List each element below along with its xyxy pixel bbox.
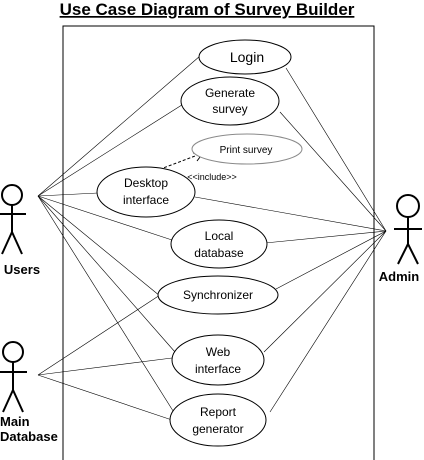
use-case-local-database[interactable]: Local database bbox=[170, 219, 268, 269]
assoc-admin-web bbox=[263, 230, 387, 353]
include-dependency-line bbox=[149, 152, 204, 174]
assoc-admin-desktop bbox=[194, 196, 387, 232]
synchronizer-label: Synchronizer bbox=[183, 288, 253, 302]
desktop-interface-label-line2: interface bbox=[123, 193, 169, 207]
web-interface-ellipse bbox=[171, 334, 265, 386]
desktop-interface-label-line1: Desktop bbox=[124, 176, 168, 190]
synchronizer-ellipse bbox=[157, 275, 279, 315]
generate-survey-ellipse bbox=[180, 76, 280, 126]
assoc-users-web bbox=[37, 195, 176, 353]
use-case-generate-survey[interactable]: Generate survey bbox=[180, 76, 280, 126]
assoc-users-report bbox=[37, 195, 181, 423]
admin-right-leg bbox=[407, 243, 419, 265]
assoc-users-login bbox=[37, 55, 201, 197]
main-database-stick-figure-icon bbox=[2, 341, 24, 363]
use-case-login[interactable]: Login bbox=[198, 39, 292, 75]
login-label: Login bbox=[230, 49, 264, 65]
assoc-maindb-web bbox=[37, 357, 173, 376]
assoc-users-sync bbox=[37, 195, 161, 297]
users-right-leg bbox=[11, 231, 23, 255]
actor-main-database-label-line1: Main bbox=[0, 414, 30, 429]
assoc-admin-local bbox=[264, 230, 387, 244]
desktop-interface-ellipse bbox=[96, 166, 196, 218]
login-ellipse bbox=[198, 39, 292, 75]
generate-survey-label-line2: survey bbox=[212, 102, 247, 116]
admin-stick-figure-icon bbox=[396, 194, 420, 218]
web-interface-label-line1: Web bbox=[206, 345, 231, 359]
use-case-print-survey[interactable]: Print survey bbox=[191, 133, 303, 165]
use-case-report-generator[interactable]: Report generator bbox=[169, 393, 267, 447]
actor-admin-label: Admin bbox=[379, 269, 420, 284]
use-case-synchronizer[interactable]: Synchronizer bbox=[157, 275, 279, 315]
local-database-label-line1: Local bbox=[205, 229, 234, 243]
actor-users[interactable] bbox=[0, 184, 26, 255]
assoc-users-local bbox=[37, 195, 173, 241]
assoc-admin-report bbox=[269, 230, 387, 413]
associations bbox=[37, 55, 387, 423]
diagram-title: Use Case Diagram of Survey Builder bbox=[60, 0, 355, 19]
assoc-users-generate bbox=[37, 102, 186, 197]
system-boundary bbox=[62, 25, 375, 460]
actor-main-database[interactable] bbox=[0, 341, 27, 413]
assoc-admin-generate bbox=[279, 111, 387, 232]
assoc-admin-login bbox=[285, 67, 387, 232]
actor-main-database-label-line2: Database bbox=[0, 429, 58, 444]
report-generator-ellipse bbox=[169, 393, 267, 447]
print-survey-label: Print survey bbox=[220, 145, 273, 156]
admin-left-leg bbox=[397, 243, 409, 265]
report-generator-label-line2: generator bbox=[192, 422, 243, 436]
actor-admin[interactable] bbox=[394, 194, 422, 265]
assoc-maindb-sync bbox=[37, 294, 161, 376]
web-interface-label-line2: interface bbox=[195, 362, 241, 376]
use-case-web-interface[interactable]: Web interface bbox=[171, 334, 265, 386]
local-database-label-line2: database bbox=[194, 246, 244, 260]
report-generator-label-line1: Report bbox=[200, 405, 237, 419]
assoc-users-desktop bbox=[37, 192, 99, 197]
assoc-admin-sync bbox=[275, 230, 387, 290]
generate-survey-label-line1: Generate bbox=[205, 86, 255, 100]
use-case-desktop-interface[interactable]: Desktop interface bbox=[96, 166, 196, 218]
users-stick-figure-icon bbox=[1, 184, 23, 206]
actor-users-label: Users bbox=[4, 262, 40, 277]
print-survey-ellipse bbox=[191, 133, 303, 165]
main-database-right-leg bbox=[12, 389, 24, 413]
assoc-maindb-report bbox=[37, 374, 173, 421]
users-left-leg bbox=[1, 231, 13, 255]
local-database-ellipse bbox=[170, 219, 268, 269]
main-database-left-leg bbox=[2, 389, 14, 413]
include-stereotype: <<include>> bbox=[187, 172, 237, 182]
